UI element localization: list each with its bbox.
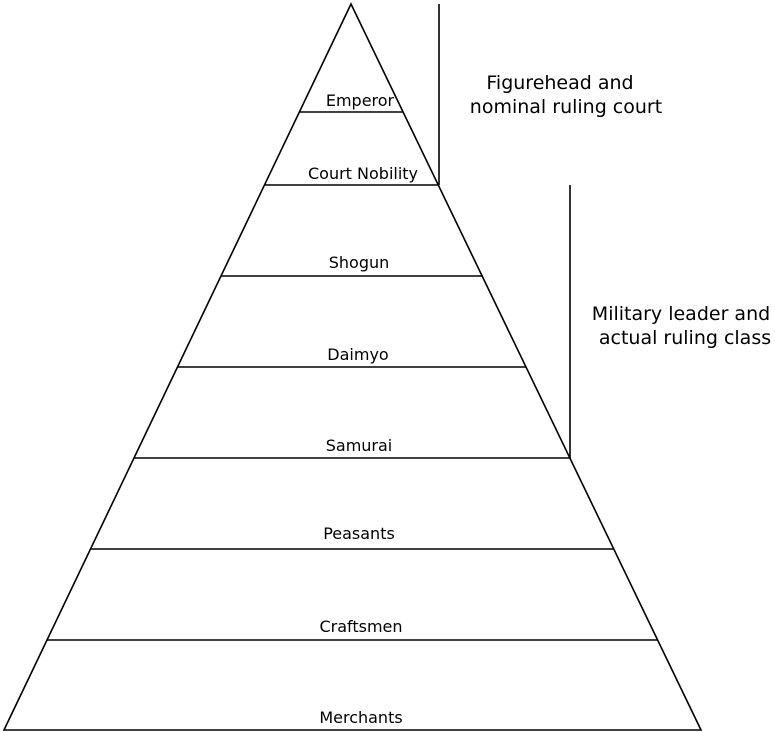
level-label-court-nobility: Court Nobility: [308, 164, 418, 183]
level-label-merchants: Merchants: [319, 708, 402, 727]
level-label-daimyo: Daimyo: [327, 345, 388, 364]
level-label-peasants: Peasants: [323, 524, 395, 543]
level-label-shogun: Shogun: [329, 253, 390, 272]
level-label-emperor: Emperor: [326, 91, 395, 110]
level-label-samurai: Samurai: [326, 436, 393, 455]
level-label-craftsmen: Craftsmen: [319, 617, 402, 636]
military-label-line2: actual ruling class: [599, 327, 771, 349]
figurehead-label-line1: Figurehead and: [486, 72, 633, 94]
figurehead-label-line2: nominal ruling court: [470, 96, 662, 118]
military-label-line1: Military leader and: [592, 303, 770, 325]
